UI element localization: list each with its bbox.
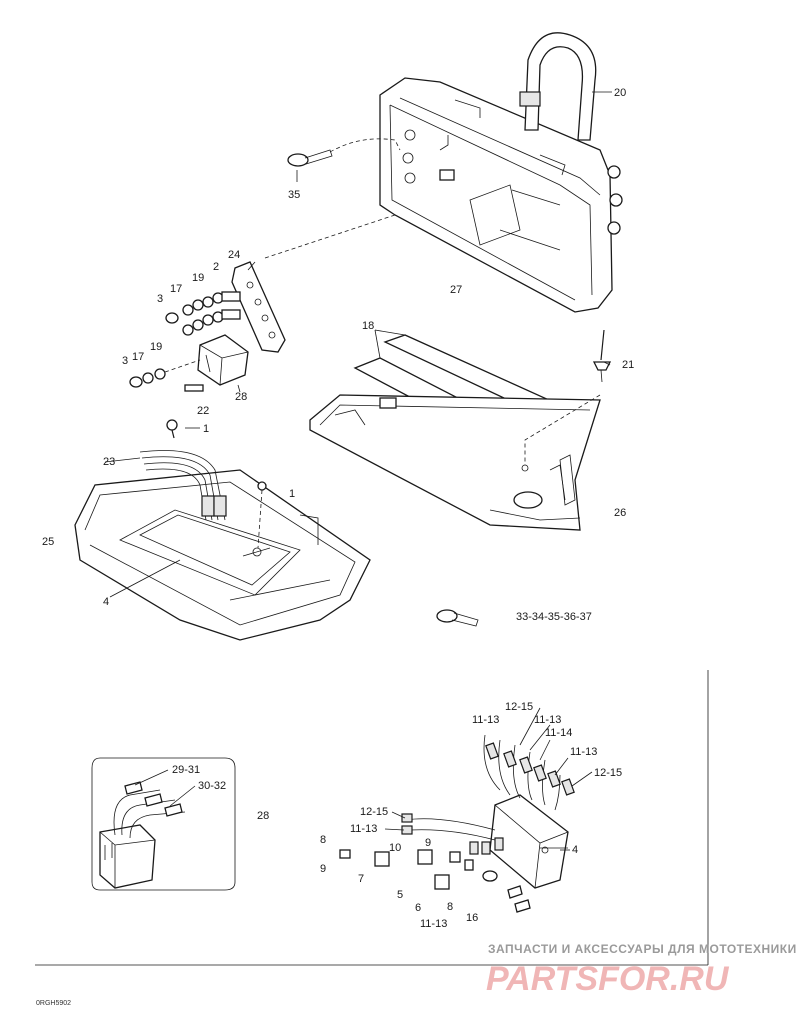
callout-28: 28 [235,391,247,403]
pin-21 [592,329,612,383]
callout-5: 5 [397,889,403,901]
callout-10: 10 [389,842,401,854]
callout-35: 35 [288,189,300,201]
callout-17: 17 [132,351,144,363]
callout-12-15: 12-15 [505,701,533,713]
callout-7: 7 [358,873,364,885]
callout-24: 24 [228,249,240,261]
callout-6: 6 [415,902,421,914]
callout-4: 4 [572,844,578,856]
inset-rectifier [91,757,236,891]
callout-11-13: 11-13 [472,714,499,726]
callout-3: 3 [122,355,128,367]
callout-2: 2 [213,261,219,273]
callout-22: 22 [197,405,209,417]
callout-20: 20 [614,87,626,99]
callout-33-37: 33-34-35-36-37 [516,611,592,623]
callout-29-31: 29-31 [172,764,200,776]
callout-11-13: 11-13 [420,918,447,930]
callout-19: 19 [192,272,204,284]
callout-9: 9 [320,863,326,875]
callout-23: 23 [103,456,115,468]
callout-30-32: 30-32 [198,780,226,792]
callout-4: 4 [103,596,109,608]
callout-12-15: 12-15 [360,806,388,818]
watermark-tagline: ЗАПЧАСТИ И АКСЕССУАРЫ ДЛЯ МОТОТЕХНИКИ [488,942,797,956]
screws-1 [166,419,267,549]
callout-12-15: 12-15 [594,767,622,779]
callout-11-13: 11-13 [534,714,561,726]
tie-strap-33 [436,609,479,627]
callout-11-14: 11-14 [545,727,572,739]
callout-11-13: 11-13 [350,823,377,835]
base-plate-25 [74,469,371,641]
callout-18: 18 [362,320,374,332]
figure-code: 0RGH5902 [36,1000,71,1007]
callout-1: 1 [289,488,295,500]
callout-21: 21 [622,359,634,371]
base-tray-26 [309,394,601,531]
callout-8: 8 [447,901,453,913]
leader-lines [104,361,611,851]
callout-3: 3 [157,293,163,305]
callout-26: 26 [614,507,626,519]
callout-11-13: 11-13 [570,746,597,758]
strap [519,32,612,141]
callout-16: 16 [466,912,478,924]
callout-8: 8 [320,834,326,846]
harness-23 [139,450,227,521]
bolts-and-nuts-upper [165,291,241,336]
electrical-box-cover [379,77,623,313]
tie-strap-35 [287,138,401,182]
callout-27: 27 [450,284,462,296]
callout-labels: 20 35 27 24 2 19 17 3 3 17 19 28 22 18 2… [42,87,634,930]
watermark: ЗАПЧАСТИ И АКСЕССУАРЫ ДЛЯ МОТОТЕХНИКИ PA… [486,942,797,998]
callout-19: 19 [150,341,162,353]
callout-28: 28 [257,810,269,822]
watermark-logo: PARTSFOR.RU [486,960,730,998]
rectifier-28 [129,334,249,393]
callout-17: 17 [170,283,182,295]
mounting-bracket [231,261,286,353]
callout-9: 9 [425,837,431,849]
callout-25: 25 [42,536,54,548]
callout-1: 1 [203,423,209,435]
